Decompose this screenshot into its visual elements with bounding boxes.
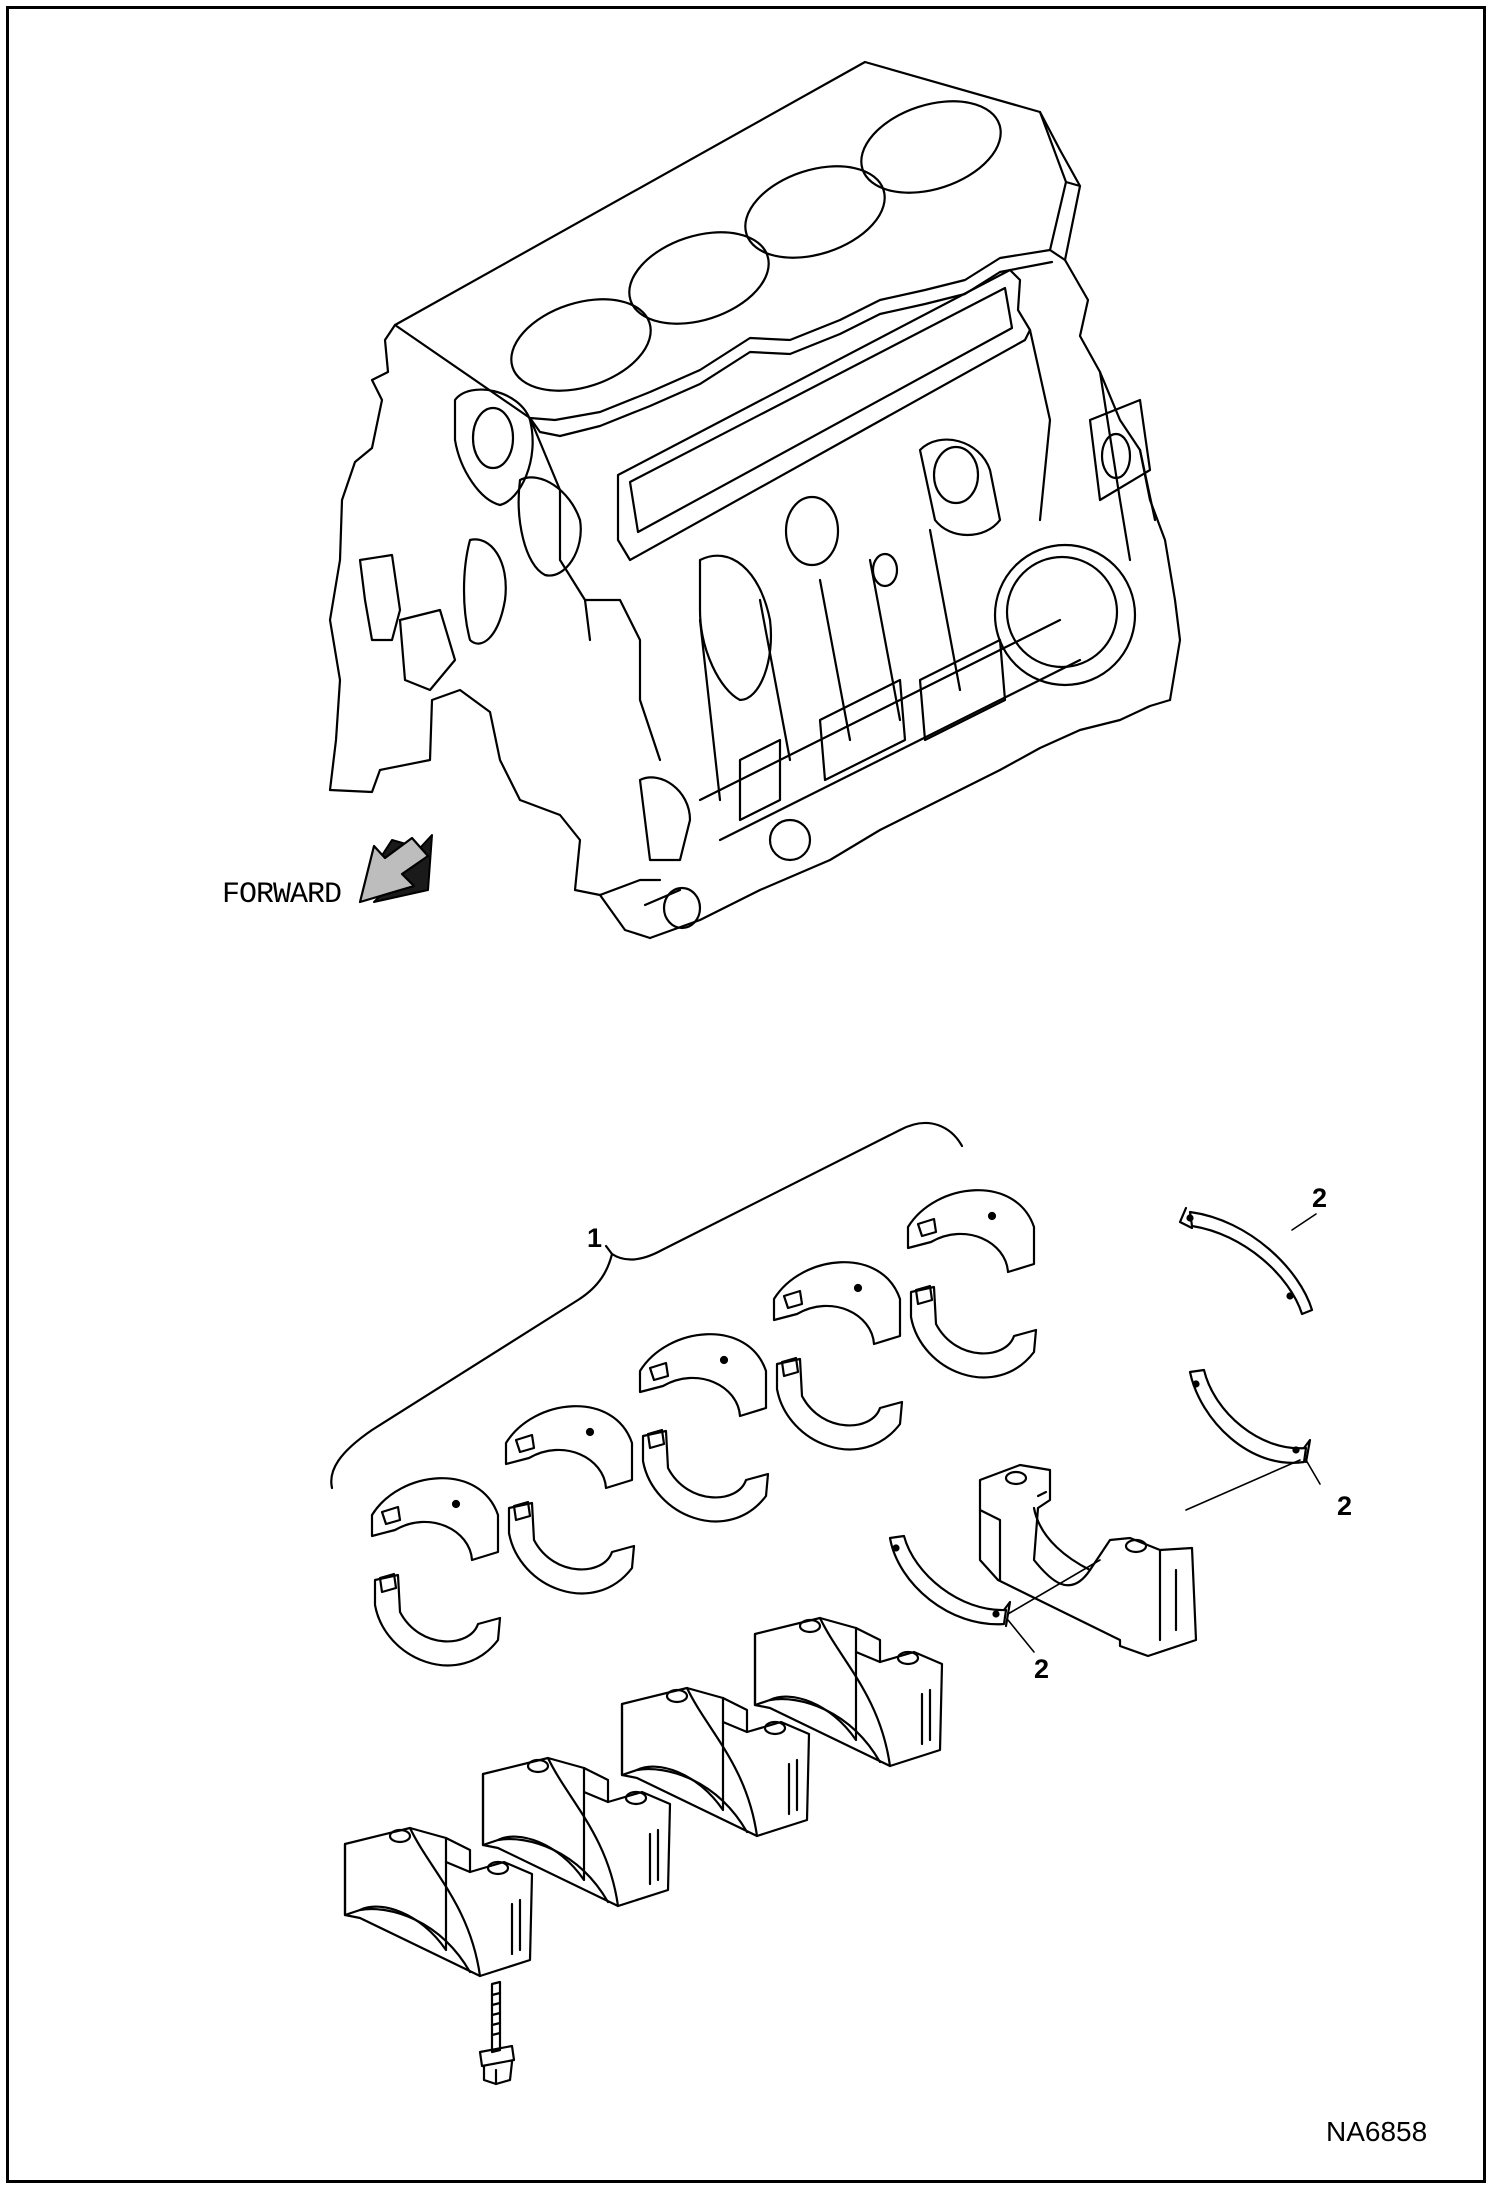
thrust-washer-lower xyxy=(888,1534,1012,1628)
figure-id-label: NA6858 xyxy=(1326,2116,1428,2147)
thrust-washers xyxy=(888,1206,1314,1628)
bearing-shell-5-lower xyxy=(909,1284,1038,1379)
forward-label: FORWARD xyxy=(222,878,342,912)
bearing-cap-5 xyxy=(978,1463,1198,1658)
bearing-set-bracket xyxy=(330,1121,964,1490)
diagram-frame xyxy=(6,6,1486,2183)
bearing-shell-1-lower xyxy=(373,1572,502,1667)
bearing-cap-3 xyxy=(620,1686,811,1838)
bearing-cap-1 xyxy=(343,1826,534,1978)
bearing-shell-2-upper xyxy=(504,1405,634,1490)
callout-2-thrust-washer-right: 2 xyxy=(1337,1491,1353,1521)
bearing-upper-shells xyxy=(370,1189,1036,1562)
bearing-cap-2 xyxy=(481,1756,672,1908)
bearing-cap-4 xyxy=(753,1616,944,1768)
cylinder-block xyxy=(328,60,1182,940)
bearing-shell-2-lower xyxy=(507,1500,636,1595)
bearing-shell-4-lower xyxy=(775,1356,904,1451)
bearing-lower-shells xyxy=(373,1284,1038,1667)
forward-arrow-icon xyxy=(358,834,433,904)
thrust-washer-right xyxy=(1188,1368,1312,1464)
cap-bolt-icon xyxy=(478,1980,516,2086)
callout-2-thrust-washer-upper: 2 xyxy=(1312,1183,1328,1213)
leader-lines xyxy=(1007,1213,1321,1653)
bearing-shell-4-upper xyxy=(772,1261,902,1346)
bearing-caps xyxy=(343,1463,1198,1978)
thrust-washer-upper xyxy=(1178,1206,1314,1316)
callout-2-thrust-washer-lower: 2 xyxy=(1034,1654,1050,1684)
bearing-shell-5-upper xyxy=(906,1189,1036,1274)
bearing-shell-1-upper xyxy=(370,1477,500,1562)
bearing-shell-3-lower xyxy=(641,1428,770,1523)
bearing-shell-3-upper xyxy=(638,1333,768,1418)
callout-1-bearing-set: 1 xyxy=(587,1223,603,1253)
